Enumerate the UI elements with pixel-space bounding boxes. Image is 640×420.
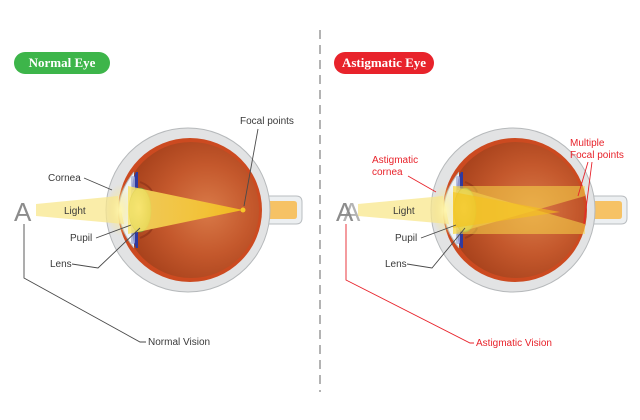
astigmatic-focal-label-line2: Focal points	[570, 150, 624, 161]
normal-lens-leader	[71, 227, 141, 269]
normal-focal-point	[240, 207, 246, 213]
normal-pupil-leader	[95, 224, 132, 239]
astigmatic-cornea-leader	[407, 175, 437, 193]
astigmatic-letter-a-ghost: A	[343, 197, 361, 227]
astigmatic-letter-a: A	[336, 197, 354, 227]
normal-eye-title-pill	[14, 52, 110, 74]
astigmatic-pupil-leader	[420, 224, 457, 239]
normal-vision-leader	[23, 224, 146, 343]
astigmatic-vision-label: Astigmatic Vision	[476, 338, 552, 349]
normal-letter-a: A	[14, 197, 32, 227]
astigmatic-beam-center	[453, 192, 560, 228]
astigmatic-eye-title: Astigmatic Eye	[342, 55, 426, 70]
astigmatic-lens-label: Lens	[385, 259, 407, 270]
normal-cornea-leader	[83, 177, 113, 191]
normal-vision-label: Normal Vision	[148, 337, 210, 348]
normal-pupil-label: Pupil	[70, 233, 92, 244]
astigmatic-incoming-light	[358, 196, 449, 224]
normal-focal-leader	[243, 128, 259, 207]
astigmatic-vision-leader	[345, 224, 474, 344]
normal-cornea-label: Cornea	[48, 173, 81, 184]
astigmatic-eye-title-pill	[334, 52, 434, 74]
normal-focused-beam	[128, 186, 243, 234]
normal-eye-panel: Normal Eye A Focal points Cornea Light P…	[14, 52, 303, 348]
normal-incoming-light	[36, 196, 124, 224]
normal-light-label: Light	[64, 206, 86, 217]
normal-lens-label: Lens	[50, 259, 72, 270]
astigmatic-cornea-label-line1: Astigmatic	[372, 155, 418, 166]
normal-light-glow	[106, 184, 134, 236]
astigmatic-focal-leader-2	[583, 161, 593, 225]
astigmatic-cornea-label-line2: cornea	[372, 167, 403, 178]
normal-focal-label: Focal points	[240, 116, 294, 127]
astigmatic-letter-a-group: A A	[336, 197, 361, 227]
astigmatic-light-label: Light	[393, 206, 415, 217]
astigmatic-light-glow	[431, 184, 459, 236]
astigmatic-lens-leader	[406, 227, 466, 269]
astigmatic-focal-leader-1	[577, 161, 589, 197]
astigmatic-focal-label-line1: Multiple	[570, 138, 605, 149]
astigmatic-eye-panel: Astigmatic Eye A A Multiple Focal points…	[334, 52, 628, 349]
astigmatic-pupil-label: Pupil	[395, 233, 417, 244]
normal-eye-title: Normal Eye	[29, 55, 96, 70]
